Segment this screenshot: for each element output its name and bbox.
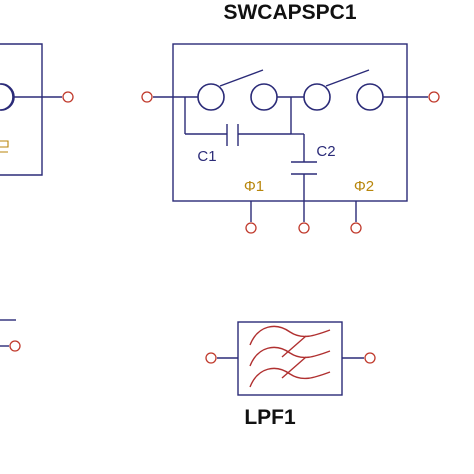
switch-2-right-contact (356, 83, 384, 111)
lpf-wave-1 (249, 325, 331, 346)
lpf-output-pin[interactable] (364, 352, 376, 364)
partial-phase-label (0, 140, 9, 153)
lpf-input-pin[interactable] (205, 352, 217, 364)
swcap-output-pin[interactable] (428, 91, 440, 103)
phase-1-label: Φ1 (244, 178, 264, 195)
swcap-input-pin[interactable] (141, 91, 153, 103)
switch-2-lever (325, 69, 370, 87)
lpf-wave-3 (249, 367, 331, 388)
lpf-strike-2 (281, 356, 307, 379)
ground-pin[interactable] (298, 222, 310, 234)
partial-component-left-top[interactable] (0, 43, 74, 176)
c2-label: C2 (316, 143, 335, 160)
partial-bottom-pin[interactable] (9, 340, 21, 352)
phase-2-pin[interactable] (350, 222, 362, 234)
swcapspc1-title: SWCAPSPC1 (223, 1, 356, 24)
switch-1-lever (219, 69, 264, 87)
lpf-strike-1 (281, 335, 307, 358)
swcapspc1-body (172, 43, 408, 202)
partial-component-body (0, 43, 43, 176)
partial-output-pin[interactable] (62, 91, 74, 103)
phase-2-label: Φ2 (354, 178, 374, 195)
partial-switch-circle (0, 83, 15, 111)
swcapspc1-component[interactable]: SWCAPSPC1 C1 C2 Φ1 Φ2 (141, 1, 440, 234)
lpf1-title: LPF1 (244, 406, 296, 429)
switch-1-left-contact (197, 83, 225, 111)
switch-1-right-contact (250, 83, 278, 111)
switch-2-left-contact (303, 83, 331, 111)
partial-component-left-bottom[interactable] (0, 319, 21, 352)
phase-1-pin[interactable] (245, 222, 257, 234)
lpf-wave-2 (249, 346, 331, 367)
c1-label: C1 (197, 148, 216, 165)
lpf1-component[interactable]: LPF1 (205, 321, 376, 429)
